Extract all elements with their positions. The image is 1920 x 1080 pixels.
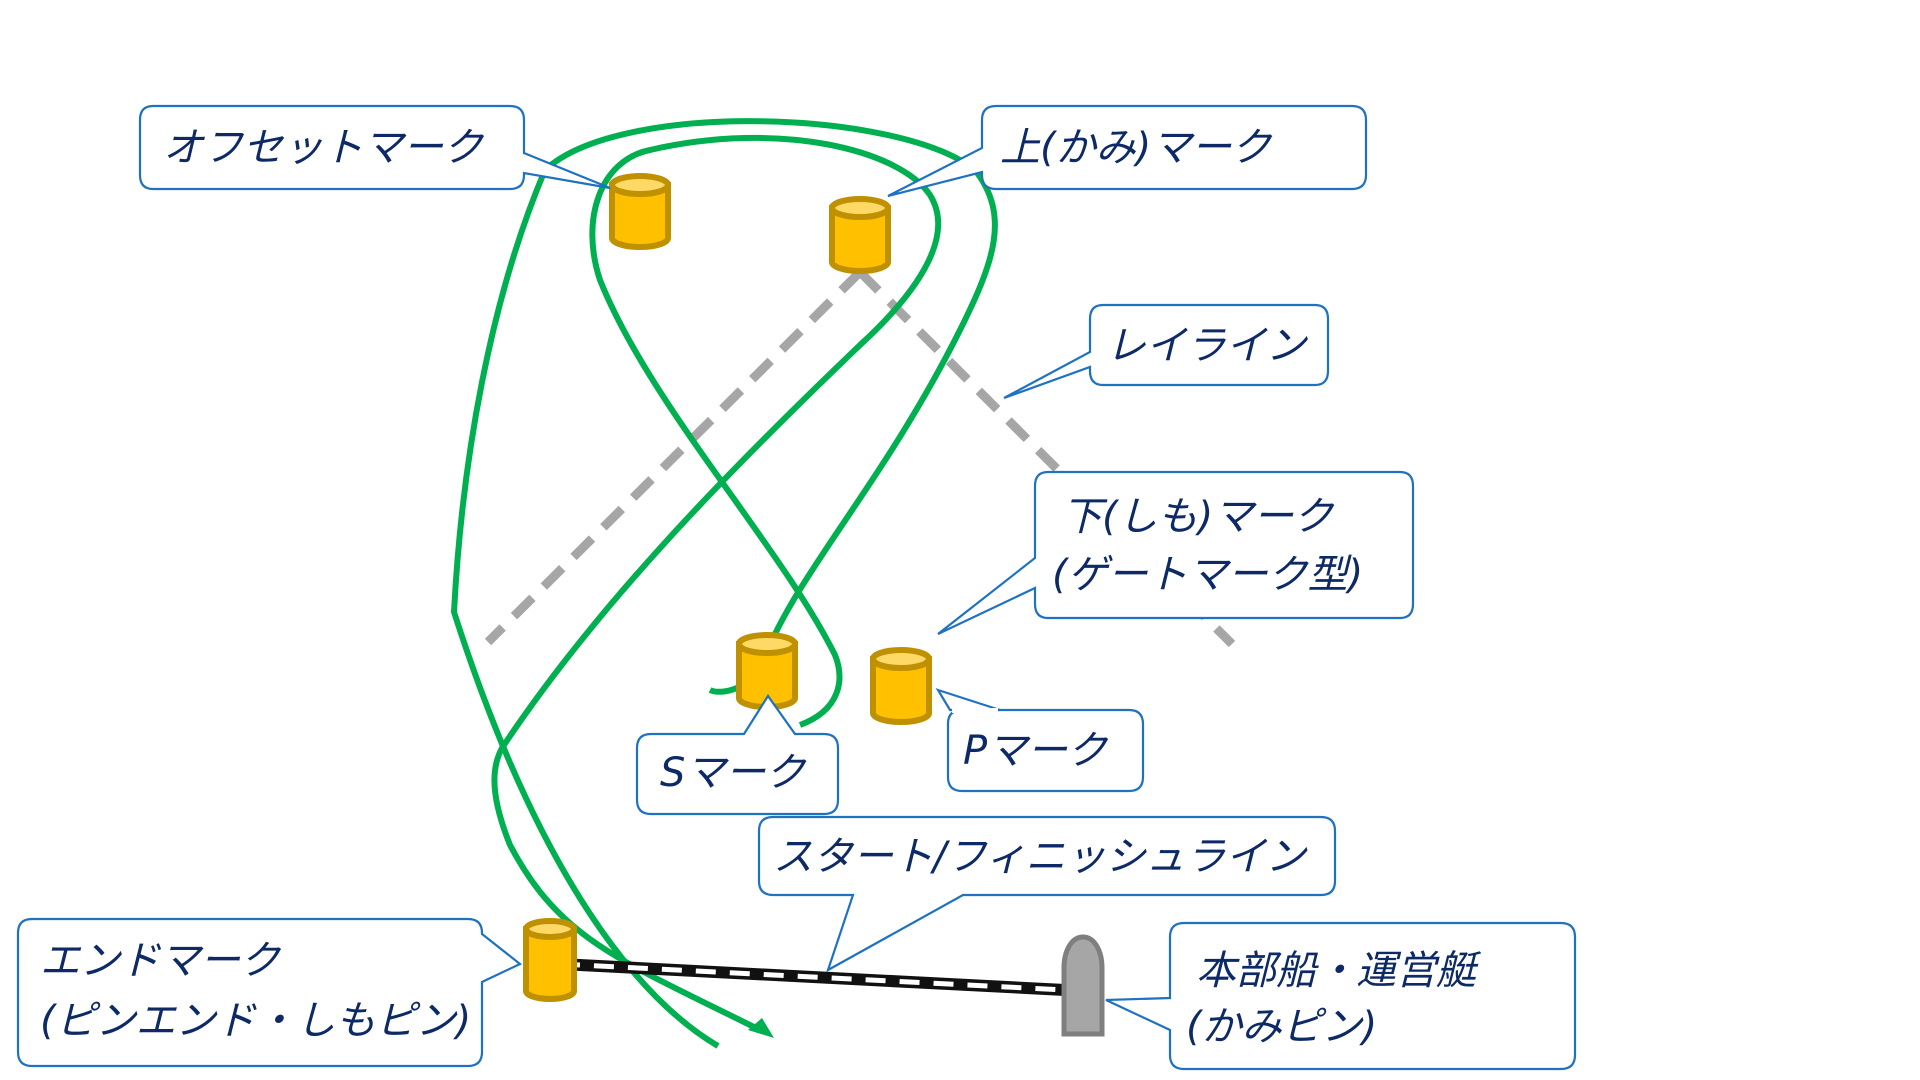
- callout-end-mark: エンドマーク (ピンエンド・しもピン): [16, 917, 523, 1068]
- layline-left: [484, 268, 864, 646]
- callout-s-mark-text: Sマーク: [660, 750, 807, 796]
- callout-start-finish-line: スタート/フィニッシュライン: [757, 815, 1337, 973]
- callout-leeward-mark-text-2: (ゲートマーク型): [1052, 552, 1363, 598]
- callout-committee-boat-text-2: (かみピン): [1186, 1004, 1377, 1050]
- callout-start-finish-line-text: スタート/フィニッシュライン: [773, 834, 1308, 880]
- callout-windward-mark: 上(かみ)マーク: [887, 104, 1368, 198]
- callout-end-mark-text-1: エンドマーク: [40, 938, 282, 984]
- course-leg-outer: [451, 118, 998, 1049]
- callout-committee-boat-text-1: 本部船・運営艇: [1196, 948, 1482, 994]
- callout-s-mark: Sマーク: [635, 694, 840, 816]
- callout-leeward-mark-text-1: 下(しも)マーク: [1062, 494, 1335, 540]
- windward-mark-buoy: [829, 196, 891, 274]
- callout-layline: レイライン: [1003, 303, 1330, 400]
- callout-offset-mark: オフセットマーク: [138, 104, 611, 191]
- end-mark-buoy: [523, 918, 577, 1002]
- start-finish-line: [559, 958, 1066, 996]
- callout-leeward-mark: 下(しも)マーク (ゲートマーク型): [937, 470, 1415, 635]
- committee-boat-icon: [1061, 934, 1105, 1037]
- callout-p-mark: Pマーク: [935, 688, 1145, 793]
- callout-windward-mark-text: 上(かみ)マーク: [1000, 125, 1273, 171]
- course-leg-inner: [491, 134, 942, 1033]
- course-arrow-icon: [748, 1018, 774, 1038]
- callout-p-mark-text: Pマーク: [963, 728, 1109, 774]
- offset-mark-buoy: [609, 173, 671, 250]
- callout-offset-mark-text: オフセットマーク: [163, 125, 485, 171]
- callout-end-mark-text-2: (ピンエンド・しもピン): [40, 998, 471, 1044]
- callout-layline-text: レイライン: [1106, 323, 1308, 369]
- p-mark-buoy: [870, 647, 932, 725]
- course-path: [451, 118, 998, 1049]
- callout-committee-boat: 本部船・運営艇 (かみピン): [1105, 921, 1577, 1071]
